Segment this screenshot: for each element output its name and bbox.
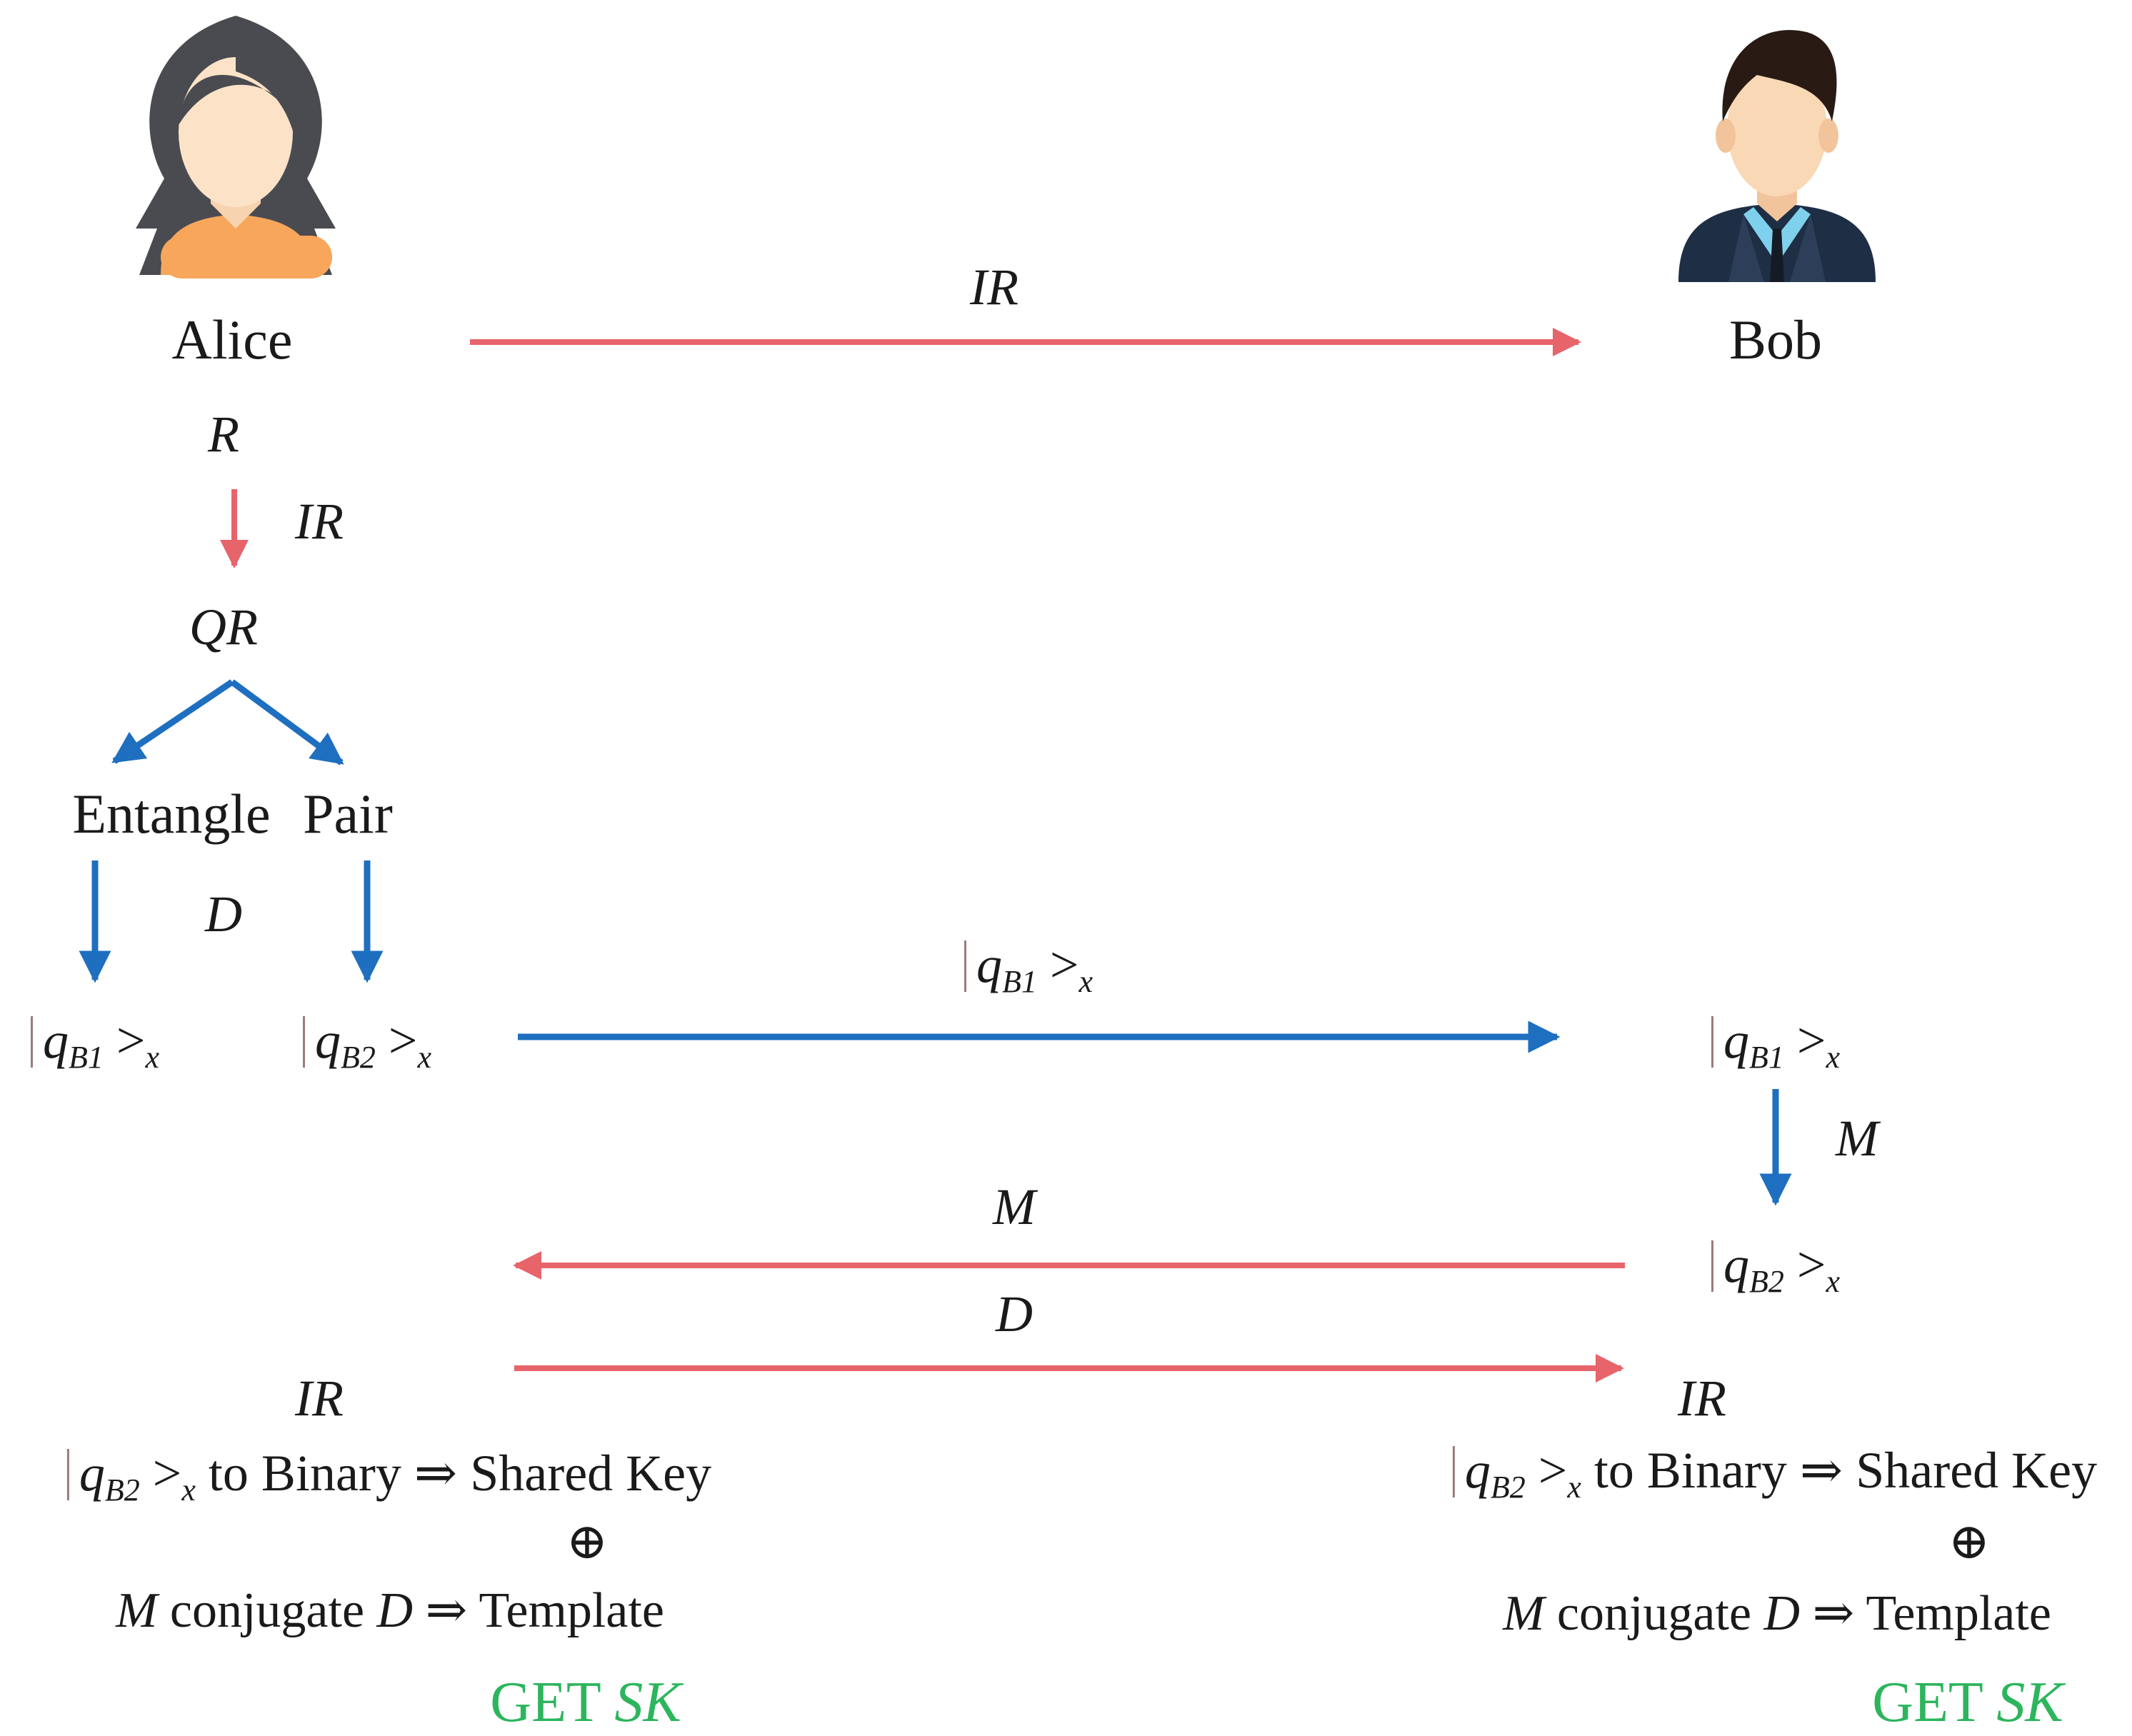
alice-result-line2: M conjugate D ⇒ Template — [116, 1586, 664, 1636]
get-label: GET — [1872, 1671, 1983, 1734]
alice-name: Alice — [171, 308, 293, 371]
label-d: D — [205, 885, 242, 943]
ket-sub-b2: B2 — [340, 1040, 376, 1075]
line2-template: ⇒ Template — [1812, 1586, 2051, 1641]
ket-bob-qb2: qB2 >x — [1711, 1239, 1840, 1298]
line1-tail: to Binary ⇒ Shared Key — [208, 1445, 712, 1502]
line1-tail: to Binary ⇒ Shared Key — [1593, 1442, 2098, 1499]
bob-xor-symbol: ⊕ — [1948, 1515, 1991, 1570]
ket-sub-x: x — [181, 1472, 196, 1507]
ket-alice-qb2: qB2 >x — [302, 1012, 432, 1075]
label-bob-m: M — [1836, 1110, 1878, 1167]
ket-sub-b2: B2 — [1748, 1264, 1784, 1299]
ket-bar — [1711, 1016, 1713, 1068]
ket-sub-x: x — [145, 1040, 160, 1075]
arrow-qr-to-pair — [230, 679, 344, 766]
label-back-m: M — [993, 1178, 1036, 1235]
label-qr: QR — [189, 598, 258, 656]
ket-sub-x: x — [1826, 1264, 1841, 1299]
ket-q: q — [1723, 1012, 1749, 1069]
alice-result-line1: qB2 >x to Binary ⇒ Shared Key — [66, 1445, 712, 1507]
line2-d: D — [376, 1583, 414, 1638]
ket-sub-x: x — [1078, 964, 1093, 999]
ket-bob-qb1: qB1 >x — [1711, 1015, 1840, 1073]
bob-get-sk: GET SK — [1872, 1674, 2063, 1731]
ket-sub-x: x — [1826, 1040, 1841, 1075]
ket-sub-x: x — [417, 1040, 432, 1075]
label-forward-d: D — [996, 1285, 1033, 1343]
line2-m: M — [1503, 1586, 1545, 1641]
ket-bar — [1452, 1446, 1455, 1497]
ket-sub-x: x — [1567, 1470, 1581, 1505]
get-label: GET — [490, 1671, 601, 1734]
ket-sub-b2: B2 — [1490, 1470, 1526, 1505]
label-entangle: Entangle — [72, 783, 271, 845]
sk-label: SK — [614, 1671, 681, 1734]
ket-gt: > — [116, 1012, 146, 1069]
ket-gt: > — [1796, 1236, 1826, 1293]
bob-result-line1: qB2 >x to Binary ⇒ Shared Key — [1452, 1442, 2098, 1505]
ket-sub-b2: B2 — [104, 1472, 140, 1507]
ket-q: q — [79, 1445, 105, 1502]
bob-name: Bob — [1728, 308, 1823, 371]
ket-bar — [964, 940, 966, 992]
ket-sub-b1: B1 — [1748, 1040, 1784, 1075]
ket-sub-b1: B1 — [68, 1040, 104, 1075]
ket-bar — [30, 1016, 33, 1068]
ket-sub-b1: B1 — [1001, 964, 1037, 999]
line2-m: M — [116, 1583, 158, 1638]
ket-q: q — [1723, 1236, 1749, 1293]
ket-bar — [302, 1016, 305, 1068]
ket-q: q — [314, 1012, 341, 1069]
alice-get-sk: GET SK — [490, 1674, 681, 1731]
line2-d: D — [1763, 1586, 1801, 1641]
alice-result-ir: IR — [295, 1370, 344, 1427]
ket-gt: > — [152, 1445, 182, 1502]
ket-bar — [66, 1449, 69, 1500]
label-r: R — [208, 406, 239, 463]
ket-q: q — [42, 1012, 69, 1069]
label-alice-ir: IR — [295, 493, 344, 550]
man-avatar-icon — [1678, 29, 1876, 282]
ket-bar — [1711, 1240, 1713, 1292]
label-pair: Pair — [303, 783, 393, 845]
bob-result-line2: M conjugate D ⇒ Template — [1503, 1589, 2051, 1639]
ket-gt: > — [1538, 1442, 1568, 1499]
alice-xor-symbol: ⊕ — [566, 1515, 609, 1570]
ket-send-label: qB1 >x — [964, 939, 1093, 998]
ket-q: q — [1464, 1442, 1491, 1499]
arrow-qr-to-entangle — [111, 679, 234, 764]
label-top-ir: IR — [970, 259, 1019, 316]
sk-label: SK — [1996, 1671, 2063, 1734]
woman-avatar-icon — [136, 16, 336, 279]
line2-template: ⇒ Template — [425, 1583, 664, 1638]
ket-gt: > — [388, 1012, 418, 1069]
ket-q: q — [976, 936, 1002, 993]
line2-conjugate: conjugate — [1556, 1586, 1752, 1641]
ket-alice-qb1: qB1 >x — [30, 1012, 160, 1075]
bob-result-ir: IR — [1678, 1370, 1726, 1427]
line2-conjugate: conjugate — [169, 1583, 365, 1638]
ket-gt: > — [1796, 1012, 1826, 1069]
ket-gt: > — [1049, 936, 1079, 993]
